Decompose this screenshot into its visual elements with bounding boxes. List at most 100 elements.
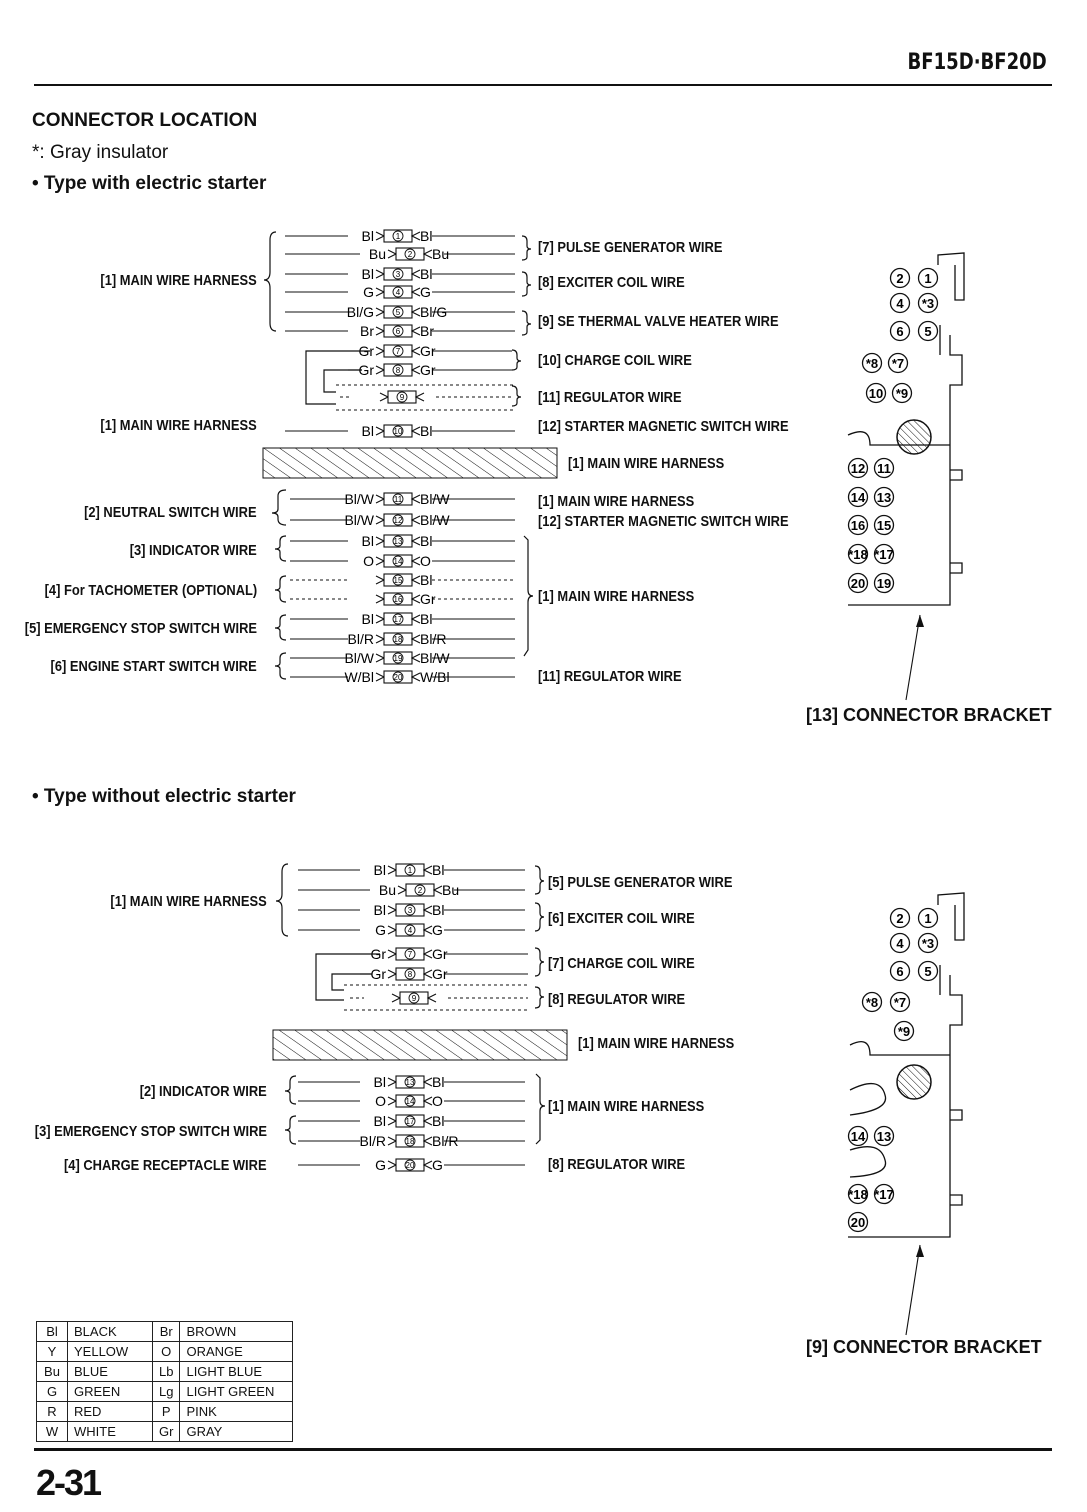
t2-wire-18-num: 18 bbox=[406, 1137, 415, 1146]
t2-pointer-line bbox=[905, 1244, 921, 1336]
t1-wire-18-pin-right bbox=[410, 634, 421, 644]
t1-wire-11-pin-right bbox=[410, 494, 421, 504]
t1-label-starter: [12] STARTER MAGNETIC SWITCH WIRE bbox=[538, 418, 789, 435]
t2-wire-4-pin-right bbox=[422, 925, 433, 935]
t2-wire-1-pin-left bbox=[387, 865, 398, 875]
t1-pin-label-gray-17: *17 bbox=[874, 547, 894, 562]
t1-wire-17-num: 17 bbox=[394, 615, 403, 624]
t1-wire-19-left-color: Bl/W bbox=[344, 650, 374, 666]
t1-wire-18-right-color: Bl/R bbox=[420, 631, 446, 647]
t1-label-harness-band: [1] MAIN WIRE HARNESS bbox=[568, 455, 725, 472]
t2-wire-13-pin-left bbox=[387, 1077, 398, 1087]
t2-wire-4-num: 4 bbox=[408, 926, 413, 935]
t2-pin-label-5: 5 bbox=[924, 964, 931, 979]
t2-wire-14-num-circle bbox=[404, 1095, 416, 1107]
t1-wire-8-num-circle bbox=[392, 364, 404, 376]
type2-title: • Type without electric starter bbox=[32, 786, 296, 807]
t2-pin-6: 6 bbox=[889, 960, 911, 982]
t2-wire-13-pin-right bbox=[422, 1077, 433, 1087]
t1-pin-label-14: 14 bbox=[851, 490, 866, 505]
t1-pin-2: 2 bbox=[889, 267, 911, 289]
t2-wire-2-pin-right bbox=[432, 885, 443, 895]
t2-pin-gray-18: *18 bbox=[847, 1183, 869, 1205]
t1-wire-1-num-circle bbox=[392, 230, 404, 242]
footer-rule bbox=[34, 1448, 1052, 1451]
t1-wire-12-left-color: Bl/W bbox=[344, 512, 374, 528]
t2-pin-gray-3: *3 bbox=[917, 932, 939, 954]
t2-harness-band bbox=[272, 1029, 568, 1061]
t1-wire-14-right-color: O bbox=[420, 553, 431, 569]
brace-indicator bbox=[274, 535, 287, 562]
t1-wire-10-left-color: Bl bbox=[362, 423, 374, 439]
t2-label-indicator: [2] INDICATOR WIRE bbox=[139, 1083, 267, 1100]
t1-label-main-harness-r2: [1] MAIN WIRE HARNESS bbox=[538, 588, 695, 605]
t1-wire-19-num-circle bbox=[392, 652, 404, 664]
t1-pin-label-19: 19 bbox=[877, 576, 891, 591]
legend-cell: W bbox=[36, 1421, 68, 1442]
t1-wire-17-right-color: Bl bbox=[420, 611, 432, 627]
t2-charge-loop bbox=[315, 953, 380, 1001]
t1-pin-label-gray-18: *18 bbox=[848, 547, 868, 562]
t1-label-main-harness-r: [1] MAIN WIRE HARNESS bbox=[538, 493, 695, 510]
t1-wire-17-left-color: Bl bbox=[362, 611, 374, 627]
brace-exciter bbox=[521, 271, 532, 297]
brace-tach bbox=[274, 575, 287, 603]
t1-bracket-label: [13] CONNECTOR BRACKET bbox=[806, 705, 1052, 725]
t1-wire-13-num: 13 bbox=[394, 537, 403, 546]
t1-wire-8-right-color: Gr bbox=[420, 362, 436, 378]
t1-wire-7-num-circle bbox=[392, 345, 404, 357]
t1-label-indicator: [3] INDICATOR WIRE bbox=[129, 542, 257, 559]
t2-wire-18-right-color: Bl/R bbox=[432, 1133, 458, 1149]
t1-pin-19: 19 bbox=[873, 572, 895, 594]
brace-regulator bbox=[511, 385, 522, 407]
t1-pin-10: 10 bbox=[865, 382, 887, 404]
t1-wire-2-num-circle bbox=[404, 248, 416, 260]
t2-wire-13-num: 13 bbox=[406, 1078, 415, 1087]
t2-label-harness-band: [1] MAIN WIRE HARNESS bbox=[578, 1035, 735, 1052]
t2-wire-20-pin-left bbox=[387, 1160, 398, 1170]
t1-wire-20-num: 20 bbox=[394, 673, 403, 682]
t2-wire-17-pin-left bbox=[387, 1116, 398, 1126]
t2-wire-14-left-color: O bbox=[375, 1093, 386, 1109]
t2-pin-14: 14 bbox=[847, 1125, 869, 1147]
t2-wire-20-left-color: G bbox=[375, 1157, 386, 1173]
t1-wire-4-pin-right bbox=[410, 287, 421, 297]
t1-wire-20-left-color: W/Bl bbox=[344, 669, 374, 685]
t2-wire-14-right-color: O bbox=[432, 1093, 443, 1109]
t1-wire-6-num: 6 bbox=[396, 327, 401, 336]
t2-pin-label-gray-8: *8 bbox=[866, 995, 878, 1010]
t1-wire-2-pin-right bbox=[422, 249, 433, 259]
t2-wire-8-pin-right bbox=[422, 969, 433, 979]
t2-pin-label-13: 13 bbox=[877, 1129, 891, 1144]
t2-pin-label-gray-17: *17 bbox=[874, 1187, 894, 1202]
t1-wire-11-right-color: Bl/W bbox=[420, 491, 450, 507]
t2-pin-gray-8: *8 bbox=[861, 991, 883, 1013]
t1-wire-6-left-color: Br bbox=[360, 323, 374, 339]
t2-brace-indicator bbox=[284, 1075, 297, 1105]
t2-pin-label-4: 4 bbox=[896, 936, 904, 951]
t1-wire-5-pin-right bbox=[410, 307, 421, 317]
t2-wire-20-right-color: G bbox=[432, 1157, 443, 1173]
t1-wire-5-left-color: Bl/G bbox=[347, 304, 374, 320]
t2-pin-label-6: 6 bbox=[896, 964, 903, 979]
t2-pin-label-2: 2 bbox=[896, 911, 903, 926]
t1-wire-18-num: 18 bbox=[394, 635, 403, 644]
t1-wire-11-num: 11 bbox=[394, 495, 403, 504]
t1-wire-16-num: 16 bbox=[394, 595, 403, 604]
t1-grommet bbox=[896, 419, 932, 455]
brace-estop bbox=[274, 614, 287, 641]
t1-wire-12-num-circle bbox=[392, 514, 404, 526]
t2-pin-label-gray-18: *18 bbox=[848, 1187, 868, 1202]
